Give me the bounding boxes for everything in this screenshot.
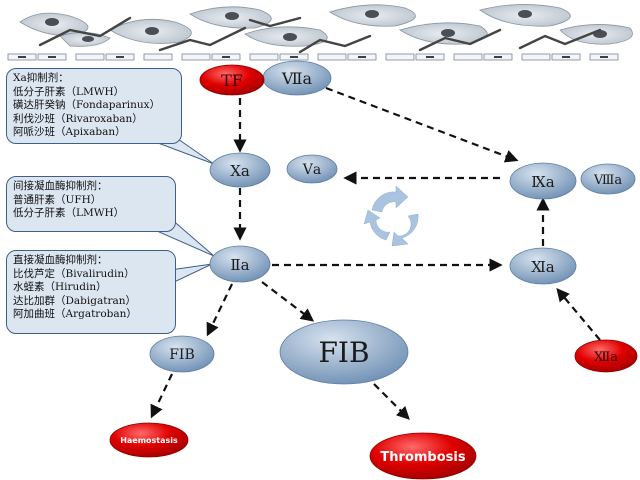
node-haemostasis xyxy=(109,422,189,458)
callout-indirect-item-1: 普通肝素（UFH） xyxy=(13,193,102,206)
arrow-viia-to-ixa xyxy=(325,86,519,163)
callout-xa-item-3: 利伐沙班（Rivaroxaban） xyxy=(13,112,143,125)
node-xia xyxy=(509,247,577,285)
arrows xyxy=(150,86,601,420)
cell-row-nuclei xyxy=(18,56,608,58)
node-ixa xyxy=(509,162,577,200)
label-xia: Ⅺa xyxy=(531,258,555,276)
node-tf xyxy=(199,64,265,96)
node-fib-large xyxy=(279,319,409,385)
callout-xa-item-4: 阿哌沙班（Apixaban） xyxy=(13,126,126,138)
endothelium-strip xyxy=(0,0,640,62)
callout-direct-item-2: 水蛭素（Hirudin） xyxy=(13,281,107,293)
callout-xa-title: Xa抑制剂： xyxy=(13,72,69,84)
pointer-direct-box xyxy=(169,263,213,285)
fibers xyxy=(38,16,602,54)
label-haemostasis: Haemostasis xyxy=(120,436,178,445)
label-xiia: Ⅻa xyxy=(594,350,618,365)
arrow-fib-large-to-thrombosis xyxy=(373,383,410,420)
arrow-xiia-to-xia xyxy=(556,287,601,341)
callout-indirect-title: 间接凝血酶抑制剂： xyxy=(13,180,108,192)
label-va: Ⅴa xyxy=(302,162,321,178)
callout-xa-inhibitors: Xa抑制剂： 低分子肝素（LMWH） 磺达肝癸钠（Fondaparinux） 利… xyxy=(6,68,182,144)
arrow-fib-small-to-haemostasis xyxy=(150,373,173,419)
node-fib-small xyxy=(149,335,215,373)
cycle-icon xyxy=(363,185,419,247)
callout-direct-item-1: 比伐芦定（Bivalirudin） xyxy=(13,267,135,280)
callout-direct-title: 直接凝血酶抑制剂： xyxy=(13,254,108,266)
arrow-iia-to-fib-small xyxy=(206,283,233,337)
label-thrombosis: Thrombosis xyxy=(380,450,465,465)
label-viia: Ⅶa xyxy=(281,69,313,88)
node-va xyxy=(286,154,338,184)
callout-direct-thrombin-inhibitors: 直接凝血酶抑制剂： 比伐芦定（Bivalirudin） 水蛭素（Hirudin）… xyxy=(6,250,176,334)
arrow-iia-to-fib-large xyxy=(261,281,315,322)
label-xa: Ⅹa xyxy=(230,162,250,180)
node-iia xyxy=(209,245,271,283)
callout-direct-item-4: 阿加曲班（Argatroban） xyxy=(13,308,137,320)
callout-direct-item-3: 达比加群（Dabigatran） xyxy=(13,294,137,307)
callout-xa-item-1: 低分子肝素（LMWH） xyxy=(13,85,125,98)
node-labels: TF Ⅶa Ⅹa Ⅴa Ⅱa Ⅸa Ⅷa Ⅺa Ⅻa FIB FIB Haemo… xyxy=(120,69,622,465)
label-viiia: Ⅷa xyxy=(593,173,622,188)
label-tf: TF xyxy=(221,71,243,90)
cell-nuclei xyxy=(45,10,607,42)
label-ixa: Ⅸa xyxy=(531,173,554,191)
node-thrombosis xyxy=(369,432,477,480)
callout-xa-item-2: 磺达肝癸钠（Fondaparinux） xyxy=(13,99,161,111)
factor-nodes xyxy=(149,60,636,385)
label-iia: Ⅱa xyxy=(230,256,249,274)
label-fib-small: FIB xyxy=(169,347,195,363)
callout-indirect-item-2: 低分子肝素（LMWH） xyxy=(13,207,125,219)
callout-indirect-thrombin-inhibitors: 间接凝血酶抑制剂： 普通肝素（UFH） 低分子肝素（LMWH） xyxy=(6,176,176,232)
node-xa xyxy=(209,152,271,188)
node-xiia xyxy=(574,339,638,373)
node-viiia xyxy=(580,163,636,195)
label-fib-large: FIB xyxy=(318,336,369,369)
red-nodes xyxy=(109,64,638,480)
